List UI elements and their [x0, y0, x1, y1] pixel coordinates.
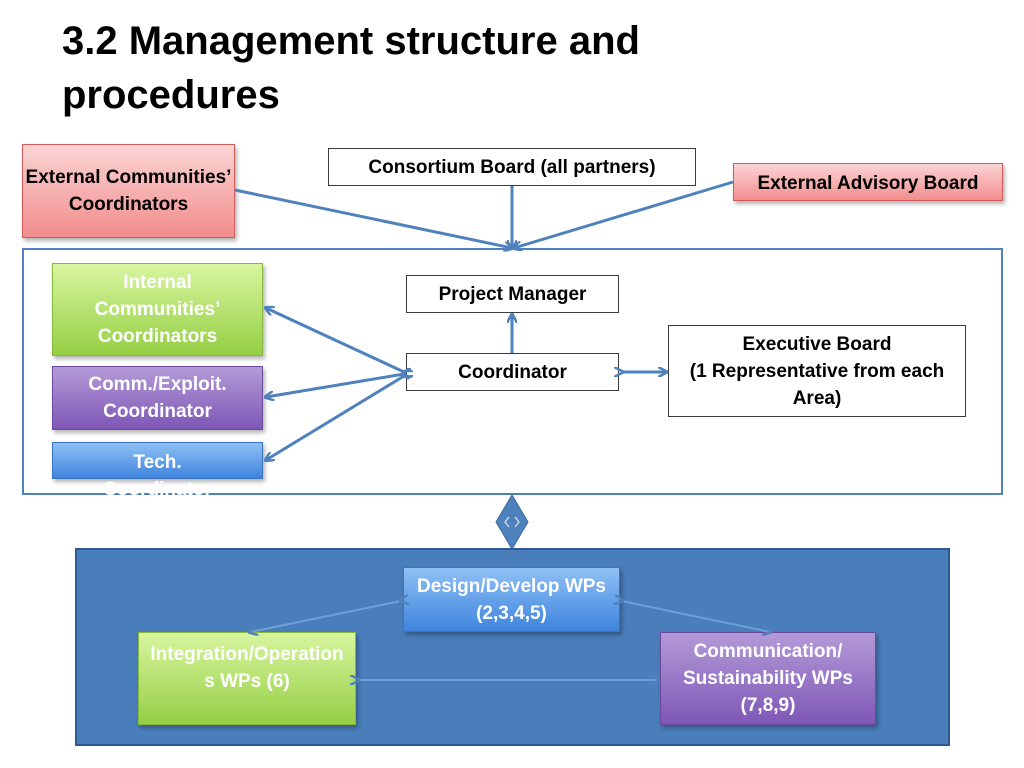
- executive-board-box: Executive Board (1 Representative from e…: [668, 325, 966, 417]
- external-communities-coordinators-label: External Communities’ Coordinators: [25, 167, 232, 215]
- external-advisory-board-box: External Advisory Board: [733, 163, 1003, 201]
- coordinator-box: Coordinator: [406, 353, 619, 391]
- integration-operations-wps-label: Integration/Operations WPs (6): [150, 644, 344, 692]
- design-develop-wps-label: Design/Develop WPs (2,3,4,5): [417, 575, 606, 624]
- tech-coordinator-label: Tech. Coordinator: [103, 452, 212, 500]
- communication-sustainability-wps-box: Communication/ Sustainability WPs (7,8,9…: [660, 632, 876, 725]
- integration-operations-wps-box: Integration/Operations WPs (6): [138, 632, 356, 725]
- arrow-external-communities: [234, 188, 512, 248]
- arrow-design-integration: [250, 601, 401, 632]
- external-advisory-board-label: External Advisory Board: [757, 173, 979, 194]
- arrow-coordinator-tech: [266, 376, 404, 460]
- arrow-external-advisory: [514, 180, 734, 248]
- frames-link-diamond: [495, 494, 529, 550]
- consortium-board-label: Consortium Board (all partners): [368, 156, 656, 178]
- internal-communities-coordinators-label: Internal Communities’ Coordinators: [94, 272, 221, 347]
- page-title: 3.2 Management structure and procedures: [62, 19, 640, 117]
- project-manager-box: Project Manager: [406, 275, 619, 313]
- communication-sustainability-wps-label: Communication/ Sustainability WPs (7,8,9…: [683, 641, 853, 716]
- tech-coordinator-box: Tech. Coordinator: [52, 442, 263, 500]
- project-manager-label: Project Manager: [438, 283, 587, 305]
- internal-communities-coordinators-box: Internal Communities’ Coordinators: [52, 263, 263, 356]
- arrow-design-communication: [622, 601, 770, 632]
- consortium-board-box: Consortium Board (all partners): [328, 148, 696, 186]
- arrow-coordinator-internal: [266, 308, 404, 372]
- arrow-coordinator-comm: [266, 374, 404, 397]
- executive-board-label: Executive Board (1 Representative from e…: [689, 333, 945, 409]
- external-communities-coordinators-box: External Communities’ Coordinators: [22, 144, 235, 238]
- comm-exploit-coordinator-label: Comm./Exploit. Coordinator: [88, 374, 227, 422]
- coordinator-label: Coordinator: [458, 361, 567, 383]
- comm-exploit-coordinator-box: Comm./Exploit. Coordinator: [52, 366, 263, 430]
- design-develop-wps-box: Design/Develop WPs (2,3,4,5): [403, 567, 620, 632]
